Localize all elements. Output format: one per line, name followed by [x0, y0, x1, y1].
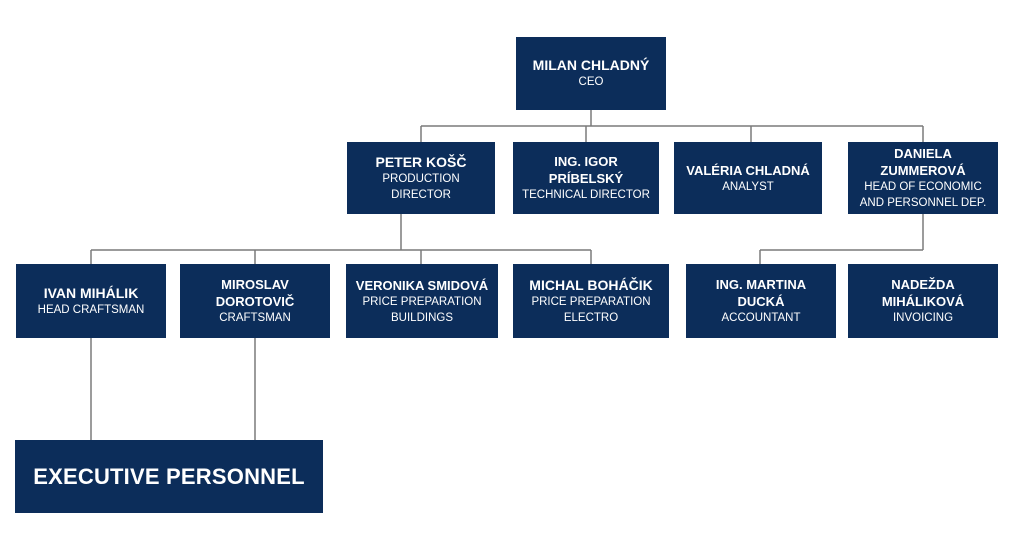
- node-role: CRAFTSMAN: [219, 312, 291, 324]
- node-role-line2: AND PERSONNEL DEP.: [859, 197, 987, 209]
- node-role-line2: ELECTRO: [563, 311, 619, 324]
- node-label: EXECUTIVE PERSONNEL: [33, 463, 305, 489]
- node-role: ACCOUNTANT: [721, 312, 801, 324]
- node-role: HEAD CRAFTSMAN: [37, 303, 145, 316]
- node-name: PETER KOŠČ: [375, 153, 467, 170]
- node-analyst: VALÉRIA CHLADNÁ ANALYST: [674, 142, 822, 214]
- node-technical-director: ING. IGOR PRÍBELSKÝ TECHNICAL DIRECTOR: [513, 142, 659, 214]
- node-name: ING. MARTINA DUCKÁ: [715, 277, 807, 309]
- node-name: VERONIKA SMIDOVÁ: [355, 277, 489, 293]
- node-role: TECHNICAL DIRECTOR: [522, 189, 650, 201]
- node-name: ING. IGOR PRÍBELSKÝ: [548, 154, 624, 186]
- node-role: ANALYST: [722, 180, 774, 193]
- node-craftsman: MIROSLAV DOROTOVIČ CRAFTSMAN: [180, 264, 330, 338]
- node-head-economic: DANIELA ZUMMEROVÁ HEAD OF ECONOMIC AND P…: [848, 142, 998, 214]
- node-role-line1: HEAD OF ECONOMIC: [864, 181, 982, 193]
- node-role-line2: BUILDINGS: [391, 311, 453, 324]
- node-accountant: ING. MARTINA DUCKÁ ACCOUNTANT: [686, 264, 836, 338]
- node-name: MIROSLAV DOROTOVIČ: [215, 277, 295, 309]
- node-price-buildings: VERONIKA SMIDOVÁ PRICE PREPARATION BUILD…: [346, 264, 498, 338]
- node-role: PRODUCTION DIRECTOR: [382, 172, 460, 201]
- node-name: NADEŽDA MIHÁLIKOVÁ: [881, 277, 965, 309]
- node-ceo: MILAN CHLADNÝ CEO: [516, 37, 666, 110]
- node-price-electro: MICHAL BOHÁČIK PRICE PREPARATION ELECTRO: [513, 264, 669, 338]
- node-name: MILAN CHLADNÝ: [532, 57, 650, 73]
- node-role-line1: PRICE PREPARATION: [531, 295, 651, 308]
- node-executive-personnel: EXECUTIVE PERSONNEL: [15, 440, 323, 513]
- node-invoicing: NADEŽDA MIHÁLIKOVÁ INVOICING: [848, 264, 998, 338]
- node-name: DANIELA ZUMMEROVÁ: [880, 146, 966, 178]
- node-role-line1: PRICE PREPARATION: [362, 295, 482, 308]
- node-name: IVAN MIHÁLIK: [43, 284, 139, 301]
- node-role: CEO: [578, 76, 604, 88]
- node-name: VALÉRIA CHLADNÁ: [686, 162, 810, 178]
- node-head-craftsman: IVAN MIHÁLIK HEAD CRAFTSMAN: [16, 264, 166, 338]
- node-name: MICHAL BOHÁČIK: [529, 276, 653, 293]
- node-production-director: PETER KOŠČ PRODUCTION DIRECTOR: [347, 142, 495, 214]
- node-role: INVOICING: [892, 312, 954, 324]
